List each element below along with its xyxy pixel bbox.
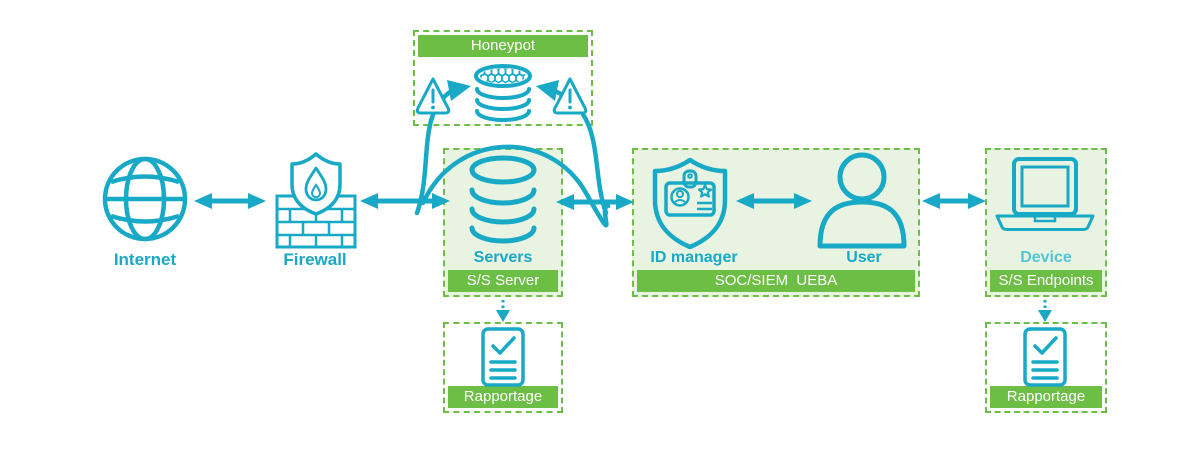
device-label: Device bbox=[1020, 249, 1072, 266]
user-label: User bbox=[846, 249, 882, 266]
honeypot-title-bar: Honeypot bbox=[418, 35, 588, 57]
internet-label: Internet bbox=[113, 250, 177, 269]
arrow-soc-device bbox=[922, 193, 986, 209]
firewall-label: Firewall bbox=[283, 250, 347, 269]
honeypot-box: Honeypot bbox=[413, 30, 593, 126]
rapportage-left-box: Rapportage bbox=[443, 322, 563, 413]
globe-icon bbox=[102, 156, 188, 242]
arrow-server-rapportage bbox=[496, 300, 510, 322]
rapportage-right-box: Rapportage bbox=[985, 322, 1107, 413]
arrow-firewall-servers bbox=[360, 193, 450, 209]
arrow-endpoints-rapportage bbox=[1038, 300, 1052, 322]
arrow-internet-firewall bbox=[194, 193, 266, 209]
servers-box: Servers S/S Server bbox=[443, 148, 563, 297]
id-manager-label: ID manager bbox=[650, 249, 738, 266]
firewall-brick-shield-icon bbox=[275, 152, 357, 249]
rapportage-left-banner: Rapportage bbox=[448, 386, 558, 408]
soc-siem-box: ID manager User SOC/SIEM UEBA bbox=[632, 148, 920, 297]
soc-siem-banner: SOC/SIEM UEBA bbox=[637, 270, 915, 292]
endpoints-banner: S/S Endpoints bbox=[990, 270, 1102, 292]
servers-label: Servers bbox=[473, 249, 533, 266]
arrow-servers-soc bbox=[556, 194, 634, 210]
report-arrows bbox=[496, 300, 1052, 322]
rapportage-right-banner: Rapportage bbox=[990, 386, 1102, 408]
servers-banner: S/S Server bbox=[448, 270, 558, 292]
shield-flame-icon bbox=[290, 152, 342, 216]
device-box: Device S/S Endpoints bbox=[985, 148, 1107, 297]
